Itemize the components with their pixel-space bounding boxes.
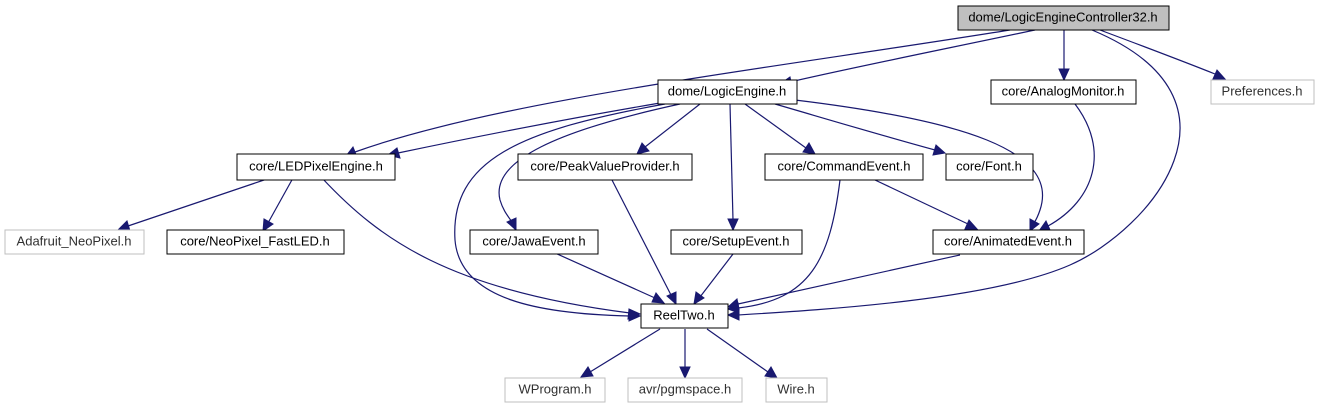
node-pgmspace: avr/pgmspace.h xyxy=(627,377,743,403)
edge-logicengine-ledpixelengine xyxy=(397,102,661,154)
node-logic-engine[interactable]: dome/LogicEngine.h xyxy=(657,79,798,105)
arrowhead-icon xyxy=(679,366,691,380)
node-label: core/SetupEvent.h xyxy=(683,233,790,248)
edge-logicengine-peakvalue xyxy=(644,103,701,148)
arrowhead-icon xyxy=(764,366,778,379)
node-label: dome/LogicEngineController32.h xyxy=(968,9,1157,24)
node-preferences: Preferences.h xyxy=(1210,79,1315,105)
edge-jawaevent-reeltwo xyxy=(554,252,656,299)
edge-ledpixel-adafruit xyxy=(127,177,271,227)
arrowhead-icon xyxy=(802,142,816,155)
node-adafruit-neopixel: Adafruit_NeoPixel.h xyxy=(4,229,145,255)
arrowhead-icon xyxy=(627,308,642,320)
edge-logicengine-jawaevent xyxy=(498,103,681,223)
node-label: core/NeoPixel_FastLED.h xyxy=(180,233,330,248)
edge-reeltwo-wire xyxy=(706,328,769,373)
edge-reeltwo-wprogram xyxy=(589,328,661,373)
edge-commandevent-reeltwo xyxy=(737,179,841,309)
node-font[interactable]: core/Font.h xyxy=(945,153,1034,181)
node-wire: Wire.h xyxy=(765,377,828,403)
node-label: avr/pgmspace.h xyxy=(639,381,732,396)
node-label: Preferences.h xyxy=(1222,83,1303,98)
node-label: core/CommandEvent.h xyxy=(778,158,911,173)
arrowhead-icon xyxy=(1029,218,1040,233)
arrowhead-icon xyxy=(651,292,666,304)
edge-logicengine-setupevent xyxy=(729,103,734,221)
arrowhead-icon xyxy=(636,142,650,155)
arrowhead-icon xyxy=(579,366,594,378)
arrowhead-icon xyxy=(1212,69,1227,80)
edge-root-preferences xyxy=(1099,29,1216,75)
edge-analogmonitor-animatedevent xyxy=(1047,103,1095,227)
arrowhead-icon xyxy=(932,144,947,156)
edge-ledpixel-fastled xyxy=(267,177,294,224)
nodes: dome/LogicEngineController32.h dome/Logi… xyxy=(4,5,1315,403)
node-label: ReelTwo.h xyxy=(653,307,714,322)
node-analog-monitor[interactable]: core/AnalogMonitor.h xyxy=(990,79,1137,105)
node-command-event[interactable]: core/CommandEvent.h xyxy=(764,153,924,181)
node-wprogram: WProgram.h xyxy=(504,377,606,403)
edge-peakvalue-reeltwo xyxy=(611,179,672,296)
edge-logicengine-commandevent xyxy=(744,103,807,149)
arrowhead-icon xyxy=(1058,68,1070,82)
edge-setupevent-reeltwo xyxy=(699,253,734,298)
node-label: core/AnalogMonitor.h xyxy=(1002,83,1125,98)
edge-commandevent-animatedevent xyxy=(874,179,969,225)
edge-ledpixel-reeltwo xyxy=(321,177,631,314)
arrowhead-icon xyxy=(726,298,740,310)
node-label: WProgram.h xyxy=(519,381,592,396)
edge-logicengine-reeltwo xyxy=(454,103,666,317)
arrowhead-icon xyxy=(506,217,517,232)
edge-root-ledpixelengine xyxy=(354,29,1011,153)
node-animated-event[interactable]: core/AnimatedEvent.h xyxy=(932,229,1085,255)
node-label: core/LEDPixelEngine.h xyxy=(249,158,383,173)
node-label: core/AnimatedEvent.h xyxy=(944,233,1072,248)
edge-logicengine-animatedevent xyxy=(794,99,1043,224)
node-label: core/PeakValueProvider.h xyxy=(530,158,679,173)
node-setup-event[interactable]: core/SetupEvent.h xyxy=(670,229,803,255)
arrowhead-icon xyxy=(964,219,979,230)
edge-logicengine-font xyxy=(774,103,936,151)
edges xyxy=(116,29,1227,380)
edge-root-logicengine xyxy=(789,29,1036,83)
node-peak-value-provider[interactable]: core/PeakValueProvider.h xyxy=(517,153,693,181)
arrowhead-icon xyxy=(666,291,677,306)
node-root[interactable]: dome/LogicEngineController32.h xyxy=(957,5,1170,31)
edge-root-reeltwo xyxy=(737,29,1181,316)
edge-animatedevent-reeltwo xyxy=(737,254,961,305)
node-led-pixel-engine[interactable]: core/LEDPixelEngine.h xyxy=(236,153,396,181)
node-label: Wire.h xyxy=(777,381,815,396)
node-label: Adafruit_NeoPixel.h xyxy=(17,233,132,248)
node-label: dome/LogicEngine.h xyxy=(668,83,787,98)
arrowhead-icon xyxy=(693,291,705,305)
arrowhead-icon xyxy=(727,218,739,232)
node-jawa-event[interactable]: core/JawaEvent.h xyxy=(469,229,599,255)
node-reeltwo[interactable]: ReelTwo.h xyxy=(640,303,729,329)
node-neopixel-fastled[interactable]: core/NeoPixel_FastLED.h xyxy=(166,229,345,255)
arrowhead-icon xyxy=(262,218,274,233)
node-label: core/JawaEvent.h xyxy=(482,233,585,248)
node-label: core/Font.h xyxy=(956,158,1022,173)
